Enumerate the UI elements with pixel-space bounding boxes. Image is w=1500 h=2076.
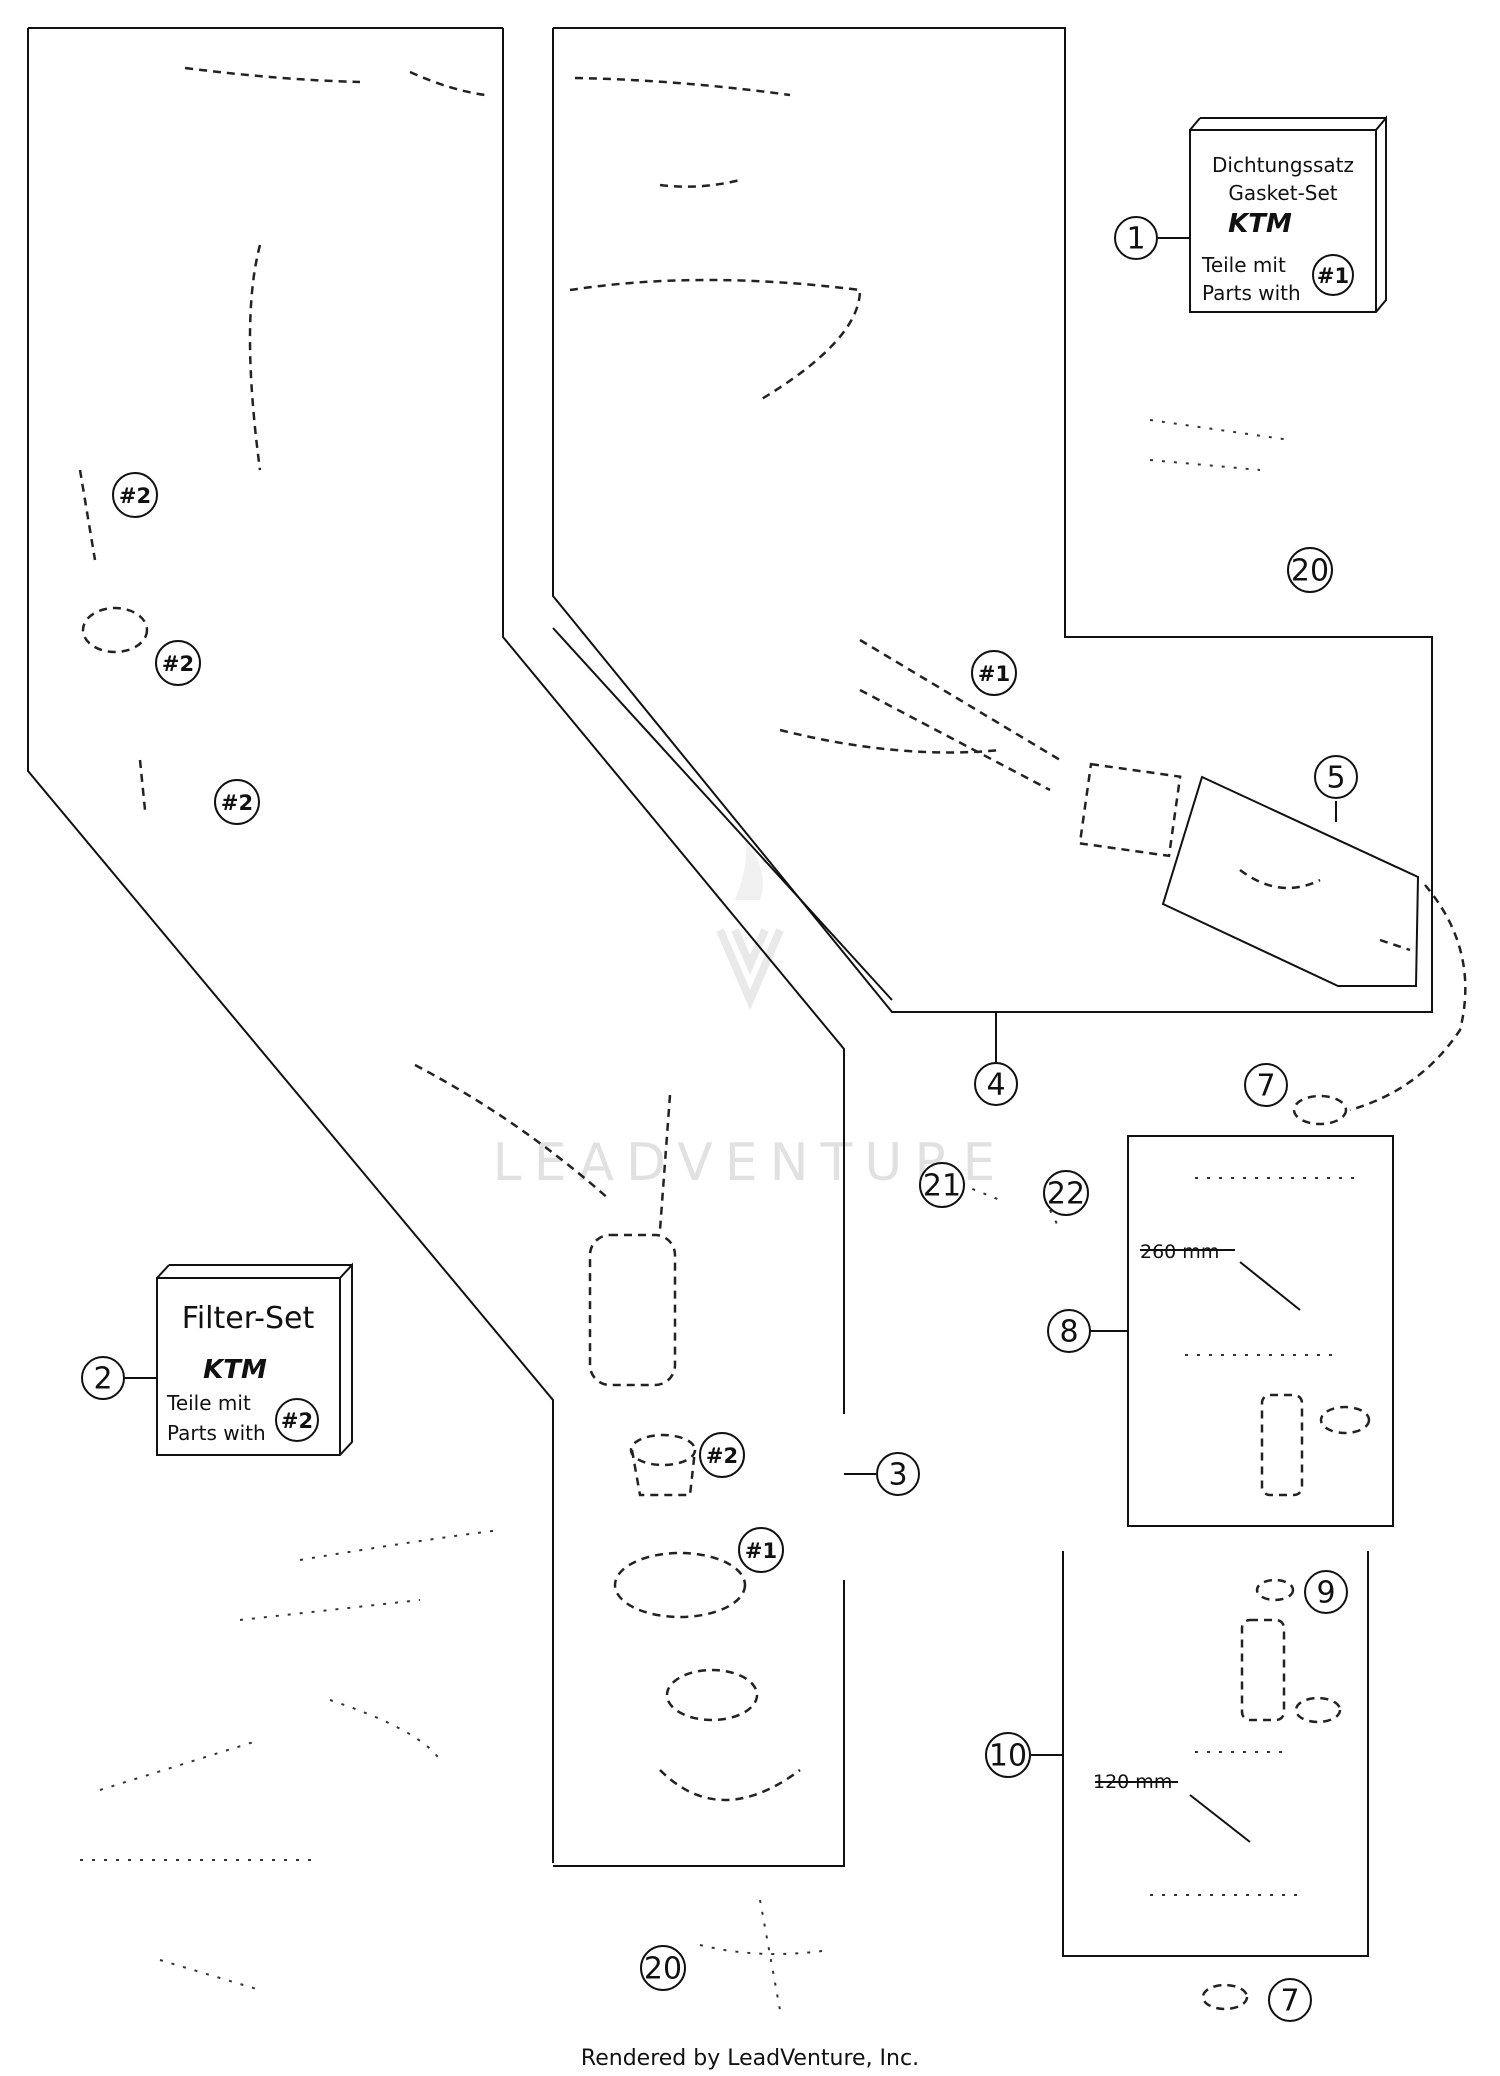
callout-9: 9 [1316, 1576, 1335, 1611]
callout-4: 4 [986, 1068, 1005, 1103]
outline-group-4-inner [552, 627, 893, 1001]
leadventure-watermark: LEADVENTURE [493, 840, 1008, 1193]
outline-group-8 [1127, 1135, 1394, 1527]
outline-group-3-right [502, 28, 845, 1414]
gasket-set-badge: #1 [1317, 264, 1349, 288]
badge-markers: #2 #2 #2 #2 #1 #1 [112, 472, 1017, 1573]
gasket-set-line3: Teile mit [1201, 253, 1286, 277]
callout-3: 3 [888, 1458, 907, 1493]
part-sketches [78, 66, 1467, 2011]
gasket-set-brand-logo: KTM [1228, 209, 1292, 239]
hose-length-260: 260 mm [1140, 1241, 1219, 1263]
badge-2-d: #2 [706, 1444, 738, 1468]
filter-set-badge: #2 [281, 1409, 313, 1433]
callout-1: 1 [1126, 222, 1145, 257]
gasket-set-line2: Gasket-Set [1228, 181, 1337, 205]
callout-8: 8 [1059, 1315, 1078, 1350]
badge-1-b: #1 [978, 662, 1010, 686]
callout-2: 2 [93, 1362, 112, 1397]
badge-2-c: #2 [221, 791, 253, 815]
callout-7-top: 7 [1256, 1069, 1275, 1104]
gasket-set-line1: Dichtungssatz [1212, 153, 1354, 177]
group-outlines [27, 27, 1433, 1957]
filter-set-title: Filter-Set [182, 1301, 315, 1336]
callout-21: 21 [923, 1169, 961, 1204]
connector-10-sketch [1240, 1618, 1286, 1722]
callout-7-bottom: 7 [1280, 1984, 1299, 2019]
outline-group-3-left [27, 28, 554, 1863]
filter-set-brand-logo: KTM [203, 1355, 267, 1385]
callout-5: 5 [1326, 761, 1345, 796]
callout-22: 22 [1047, 1177, 1085, 1212]
fuel-pump-sketch [588, 1233, 677, 1387]
connector-8-sketch [1260, 1393, 1304, 1497]
gasket-set-line4: Parts with [1202, 281, 1301, 305]
filter-set-line1: Teile mit [166, 1391, 251, 1415]
callouts: 1 2 3 4 5 7 7 8 9 10 20 20 21 22 [81, 216, 1358, 2022]
callout-10: 10 [989, 1739, 1027, 1774]
outline-group-4 [552, 27, 1433, 1013]
filter-set-line2: Parts with [167, 1421, 266, 1445]
outline-group-10 [1062, 1551, 1369, 1957]
gasket-set-box: Dichtungssatz Gasket-Set KTM Teile mit P… [1189, 115, 1387, 313]
callout-20-bottom: 20 [644, 1952, 682, 1987]
badge-2-a: #2 [119, 484, 151, 508]
badge-1-a: #1 [745, 1539, 777, 1563]
watermark-text: LEADVENTURE [493, 1133, 1008, 1193]
outline-group-5 [1161, 775, 1420, 987]
hose-length-120: 120 mm [1093, 1771, 1172, 1793]
badge-2-b: #2 [162, 652, 194, 676]
outline-group-3-bottom [553, 1580, 845, 1867]
filter-set-box: Filter-Set KTM Teile mit Parts with #2 [156, 1262, 353, 1456]
footer-credit: Rendered by LeadVenture, Inc. [580, 2046, 920, 2071]
leader-lines [122, 237, 1337, 1843]
callout-20-top: 20 [1291, 554, 1329, 589]
